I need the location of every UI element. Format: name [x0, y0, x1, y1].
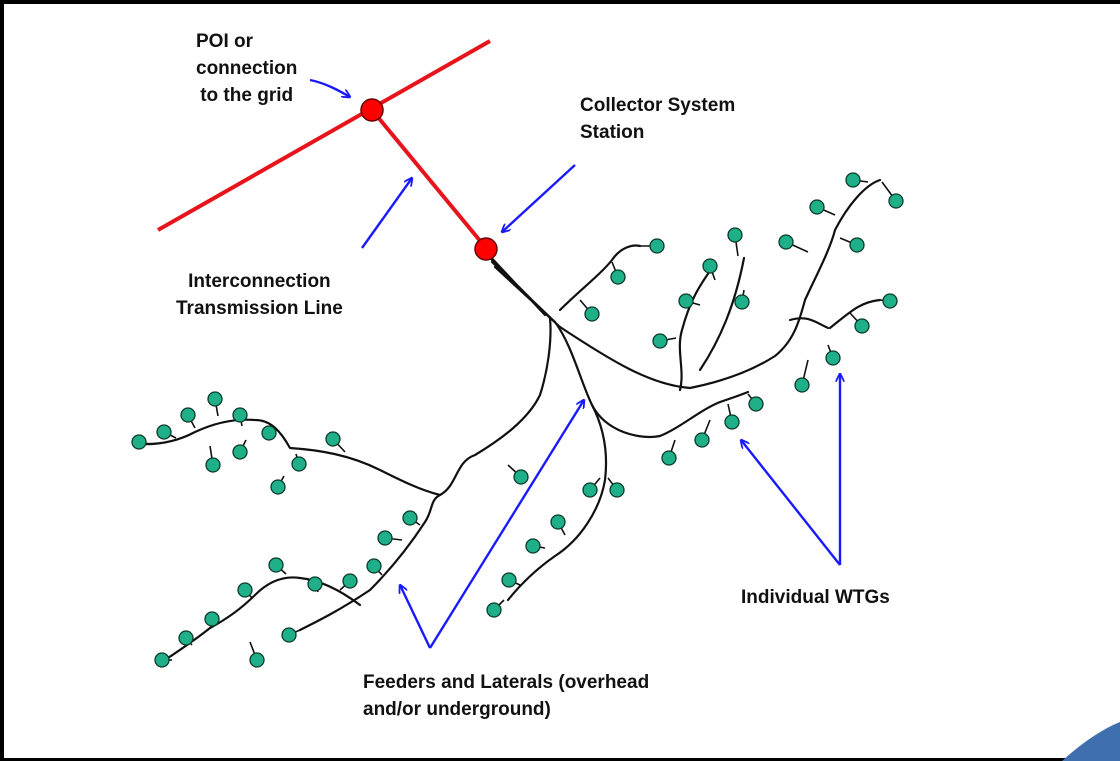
wind-turbine-marker — [854, 318, 870, 334]
wind-turbine-marker — [849, 237, 865, 253]
wind-turbine-marker — [205, 457, 221, 473]
label-line: Collector System — [580, 95, 736, 116]
label-individual-wtgs: Individual WTGs — [741, 584, 890, 611]
turbines — [131, 172, 904, 668]
wind-turbine-marker — [734, 294, 750, 310]
wind-turbine-marker — [325, 431, 341, 447]
wind-turbine-marker — [661, 450, 677, 466]
wind-turbine-marker — [131, 434, 147, 450]
wind-turbine-marker — [652, 333, 668, 349]
wind-turbine-marker — [525, 538, 541, 554]
wind-turbine-marker — [281, 627, 297, 643]
label-line: to the grid — [200, 85, 294, 106]
feeder-middle-right — [553, 320, 750, 439]
feeder-upper-right — [558, 178, 882, 390]
label-line: Transmission Line — [176, 298, 343, 319]
lateral — [678, 266, 714, 392]
arrow-poi — [309, 78, 350, 97]
wind-turbine-marker — [649, 238, 665, 254]
wind-turbine-marker — [204, 611, 220, 627]
collector-station-node — [474, 237, 498, 261]
wind-turbine-marker — [609, 482, 625, 498]
wind-turbine-marker — [268, 557, 284, 573]
lateral — [558, 244, 642, 312]
arrow-wtg-left — [741, 440, 841, 566]
wind-turbine-marker — [584, 306, 600, 322]
wind-turbine-marker — [809, 199, 825, 215]
wind-turbine-marker — [825, 350, 841, 366]
wind-turbine-marker — [178, 630, 194, 646]
wind-turbine-marker — [261, 425, 277, 441]
lateral — [698, 256, 746, 372]
lateral — [506, 403, 608, 602]
arrow-collector — [502, 164, 576, 232]
lateral — [788, 317, 830, 330]
wind-turbine-marker — [888, 193, 904, 209]
wind-turbine-marker — [748, 396, 764, 412]
wind-turbine-marker — [402, 510, 418, 526]
label-poi: POI or connection to the grid — [196, 28, 297, 109]
wind-turbine-marker — [794, 377, 810, 393]
wind-turbine-marker — [232, 444, 248, 460]
wind-turbine-marker — [237, 582, 253, 598]
grid-transmission-line — [157, 39, 491, 232]
wind-turbine-marker — [232, 407, 248, 423]
wind-turbine-marker — [154, 652, 170, 668]
wind-turbine-marker — [778, 234, 794, 250]
callout-arrows — [309, 78, 841, 649]
wind-turbine-marker — [550, 514, 566, 530]
lateral — [828, 298, 882, 330]
wind-turbine-marker — [307, 576, 323, 592]
label-feeders-laterals: Feeders and Laterals (overhead and/or un… — [363, 669, 649, 723]
wind-turbine-marker — [342, 573, 358, 589]
wind-turbine-marker — [249, 652, 265, 668]
wind-turbine-marker — [377, 530, 393, 546]
label-line: Feeders and Laterals (overhead — [363, 672, 650, 693]
wind-turbine-marker — [845, 172, 861, 188]
wind-turbine-marker — [270, 479, 286, 495]
corner-accent — [1062, 722, 1120, 761]
wind-turbine-marker — [678, 293, 694, 309]
arrow-feeders-left — [400, 585, 432, 649]
lateral — [163, 576, 362, 662]
wind-turbine-marker — [207, 391, 223, 407]
label-line: Interconnection — [188, 271, 331, 292]
wind-turbine-marker — [180, 407, 196, 423]
label-line: Station — [580, 122, 645, 143]
interconnection-transmission-line — [370, 108, 488, 250]
label-interconnection: Interconnection Transmission Line — [176, 268, 343, 322]
wind-turbine-marker — [882, 293, 898, 309]
wind-turbine-marker — [727, 227, 743, 243]
wind-turbine-marker — [610, 269, 626, 285]
arrow-interconnection — [361, 178, 412, 249]
wind-turbine-marker — [724, 414, 740, 430]
wind-turbine-marker — [694, 432, 710, 448]
wind-turbine-marker — [156, 424, 172, 440]
label-line: Individual WTGs — [741, 587, 890, 608]
wind-turbine-marker — [486, 602, 502, 618]
lateral — [138, 418, 442, 497]
wind-turbine-marker — [366, 558, 382, 574]
arrow-feeders-right — [428, 400, 584, 649]
grid-lines — [157, 39, 491, 250]
wind-turbine-marker — [513, 469, 529, 485]
label-line: connection — [196, 58, 298, 79]
label-collector-station: Collector System Station — [580, 92, 735, 146]
wind-turbine-marker — [702, 258, 718, 274]
label-line: POI or — [196, 31, 254, 52]
label-line: and/or underground) — [363, 699, 551, 720]
feeder-bundle — [484, 250, 562, 329]
wind-turbine-marker — [501, 572, 517, 588]
wind-turbine-marker — [582, 482, 598, 498]
poi-node — [360, 98, 384, 122]
wind-turbine-marker — [291, 456, 307, 472]
